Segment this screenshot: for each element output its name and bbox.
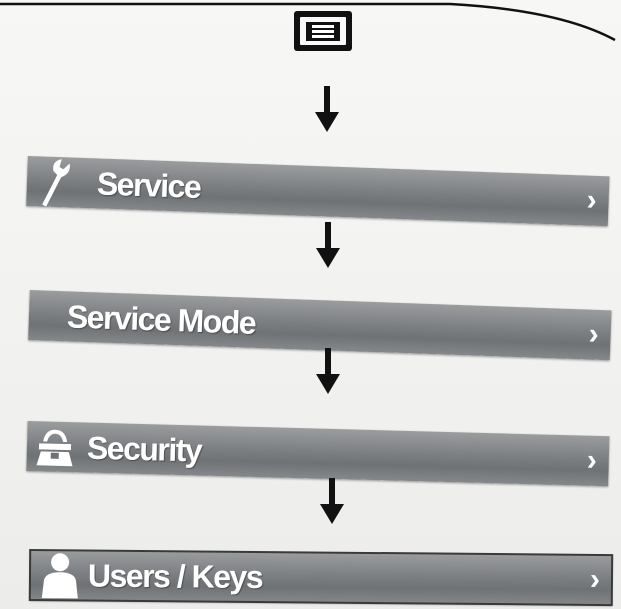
arrow-down-icon xyxy=(316,348,340,394)
menu-item-users-keys[interactable]: Users / Keys › xyxy=(28,548,614,607)
arrow-down-icon xyxy=(316,222,340,268)
hamburger-menu-icon xyxy=(300,17,346,45)
chevron-right-icon: › xyxy=(589,562,601,596)
menu-item-label: Users / Keys xyxy=(87,557,263,595)
chevron-right-icon: › xyxy=(586,183,598,217)
display-bezel-curve xyxy=(0,2,616,42)
menu-item-security[interactable]: Security › xyxy=(26,421,610,487)
menu-item-label: Service Mode xyxy=(66,297,256,341)
arrow-down-icon xyxy=(315,86,339,132)
chevron-right-icon: › xyxy=(588,317,600,351)
user-icon xyxy=(38,550,82,600)
menu-item-label: Service xyxy=(96,164,201,205)
wrench-icon xyxy=(36,156,74,207)
chevron-right-icon: › xyxy=(586,443,598,477)
menu-item-label: Security xyxy=(86,429,202,469)
menu-button[interactable] xyxy=(294,11,352,51)
menu-item-service[interactable]: Service › xyxy=(26,156,610,227)
arrow-down-icon xyxy=(320,478,344,524)
security-person-icon xyxy=(32,421,77,472)
